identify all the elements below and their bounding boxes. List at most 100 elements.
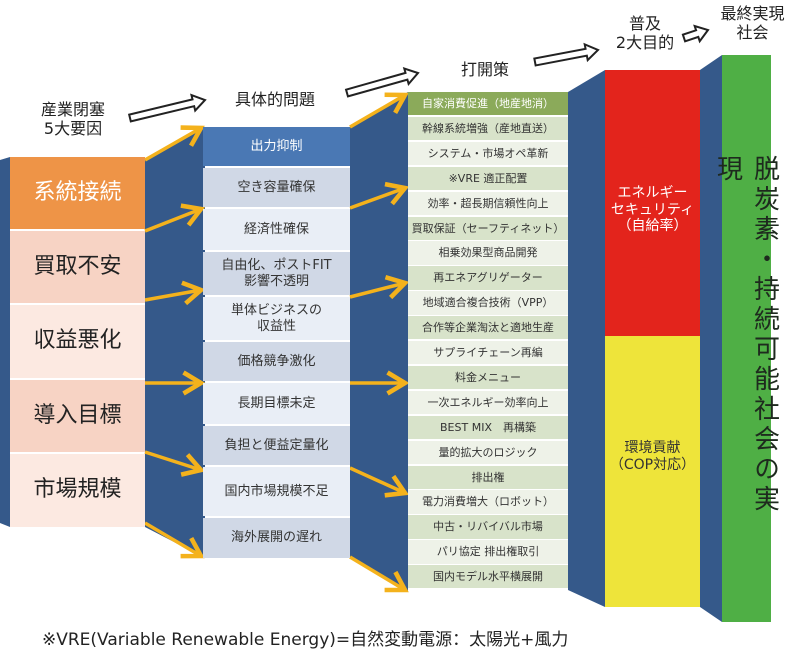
problem-item-label: 自由化、ポストFIT 影響不透明: [221, 257, 332, 289]
measure-item-label: 中古・リバイバル市場: [433, 520, 543, 534]
cause-item: 買取不安: [10, 231, 145, 303]
goal-environment-line1: 環境貢献: [624, 440, 681, 457]
goal-security-line3: （自給率）: [617, 218, 688, 235]
goal-environment-block: [605, 336, 700, 607]
goal-security-block: [605, 70, 700, 336]
problem-item: 空き容量確保: [203, 168, 350, 207]
problem-item: 出力抑制: [203, 127, 350, 166]
flow-arrow: [144, 203, 206, 233]
measure-item-label: 量的拡大のロジック: [438, 445, 538, 459]
measure-item-label: 効率・超長期信頼性向上: [427, 196, 549, 210]
measure-item: サプライチェーン再編: [408, 341, 568, 365]
measure-item-label: BEST MIX 再構築: [440, 420, 536, 434]
measure-item: 排出権: [408, 465, 568, 489]
header-measures: 打開策: [460, 60, 509, 79]
cause-item-label: 系統接続: [33, 179, 122, 205]
problem-item: 自由化、ポストFIT 影響不透明: [203, 252, 350, 295]
band-problems-measures: [350, 92, 408, 592]
problem-item-label: 空き容量確保: [237, 179, 316, 195]
measure-item: ※VRE 適正配置: [408, 166, 568, 191]
flow-arrow: [349, 274, 410, 300]
problem-item: 単体ビジネスの 収益性: [203, 297, 350, 340]
measure-item-label: 料金メニュー: [455, 370, 521, 384]
measure-item-label: 合作等企業淘汰と適地生産: [422, 321, 554, 335]
cause-item: 収益悪化: [10, 305, 145, 378]
header-causes-line1: 産業閉塞: [40, 100, 105, 119]
measure-item: 再エネアグリゲーター: [408, 266, 568, 290]
header-causes-line2: 5大要因: [43, 119, 103, 139]
measure-item: 幹線系統増強（産地直送）: [408, 116, 568, 141]
cause-item: 市場規模: [10, 454, 145, 527]
cause-item-label: 収益悪化: [33, 328, 122, 354]
measure-item-label: 一次エネルギー効率向上: [427, 395, 549, 409]
header-goals-line1: 普及: [628, 14, 661, 33]
flow-arrow: [349, 92, 409, 129]
final-society-block: [722, 55, 771, 622]
measure-item: 買取保証（セーフティネット）: [408, 216, 568, 240]
step-arrow-icon: [533, 42, 600, 67]
cause-item-label: 買取不安: [33, 253, 122, 279]
measure-item: 中古・リバイバル市場: [408, 515, 568, 539]
header-problems: 具体的問題: [234, 90, 315, 109]
measure-item: パリ協定 排出権取引: [408, 540, 568, 564]
problem-item-label: 海外展開の遅れ: [230, 530, 322, 546]
flow-arrow: [144, 450, 206, 477]
problem-item-label: 経済性確保: [243, 221, 309, 237]
problem-item-label: 単体ビジネスの 収益性: [230, 302, 322, 334]
flow-arrow: [144, 280, 206, 306]
measure-item: 量的拡大のロジック: [408, 440, 568, 464]
flow-arrow: [349, 555, 409, 593]
goal-environment-line2: （COP対応）: [609, 457, 696, 473]
flow-arrow: [144, 125, 205, 162]
measure-item-label: 相乗効果型商品開発: [438, 246, 538, 260]
measure-item: BEST MIX 再構築: [408, 415, 568, 440]
step-arrow-icon: [127, 93, 207, 123]
measure-item-label: 幹線系統増強（産地直送）: [422, 121, 554, 135]
problem-item: 海外展開の遅れ: [203, 518, 350, 558]
problem-item: 価格競争激化: [203, 342, 350, 381]
measure-item-label: 地域適合複合技術（VPP）: [422, 296, 554, 310]
measure-item: 自家消費促進（地産地消）: [408, 92, 568, 116]
measure-item-label: 自家消費促進（地産地消）: [422, 97, 554, 111]
measure-item-label: 電力消費増大（ロボット）: [422, 495, 554, 509]
flow-arrow: [144, 521, 205, 559]
measure-item: 料金メニュー: [408, 365, 568, 390]
step-arrow-icon: [681, 24, 710, 44]
measure-item: システム・市場オペ革新: [408, 141, 568, 166]
measure-item: 電力消費増大（ロボット）: [408, 490, 568, 514]
problem-item: 国内市場規模不足: [203, 467, 350, 516]
goal-security: エネルギー セキュリティ （自給率）: [605, 175, 700, 245]
step-arrow-icon: [344, 67, 420, 98]
problem-item-label: 負担と便益定量化: [224, 437, 329, 453]
measure-item-label: ※VRE 適正配置: [448, 171, 528, 185]
band-left-edge: [0, 157, 10, 527]
header-final-line2: 社会: [736, 23, 769, 43]
measure-item-label: 買取保証（セーフティネット）: [411, 221, 565, 235]
cause-item: 系統接続: [10, 157, 145, 229]
measure-item-label: パリ協定 排出権取引: [436, 545, 540, 559]
band-causes-problems: [145, 127, 205, 558]
header-causes: 産業閉塞 5大要因: [18, 100, 128, 138]
measure-item: 国内モデル水平横展開: [408, 565, 568, 589]
problem-item-label: 長期目標未定: [237, 395, 316, 411]
flow-arrow: [349, 181, 410, 210]
band-goals-final: [700, 55, 722, 622]
final-society-label: 脱炭素・持続可能社会の実現: [712, 155, 780, 515]
problem-item: 負担と便益定量化: [203, 426, 350, 465]
measure-item-label: 国内モデル水平横展開: [433, 570, 543, 584]
measure-item: 合作等企業淘汰と適地生産: [408, 316, 568, 340]
header-goals: 普及 2大目的: [600, 14, 690, 52]
band-measures-goals: [568, 70, 605, 607]
flow-arrow: [349, 466, 410, 498]
measure-item-label: サプライチェーン再編: [433, 346, 543, 360]
measure-item-label: システム・市場オペ革新: [427, 146, 549, 160]
header-goals-line2: 2大目的: [615, 33, 675, 53]
problem-item-label: 国内市場規模不足: [224, 483, 329, 499]
measure-item: 地域適合複合技術（VPP）: [408, 291, 568, 315]
measure-item: 一次エネルギー効率向上: [408, 390, 568, 415]
measure-item-label: 再エネアグリゲーター: [433, 271, 543, 285]
goal-environment: 環境貢献 （COP対応）: [605, 432, 700, 482]
header-final: 最終実現 社会: [705, 4, 800, 42]
goal-security-line1: エネルギー: [617, 184, 688, 201]
